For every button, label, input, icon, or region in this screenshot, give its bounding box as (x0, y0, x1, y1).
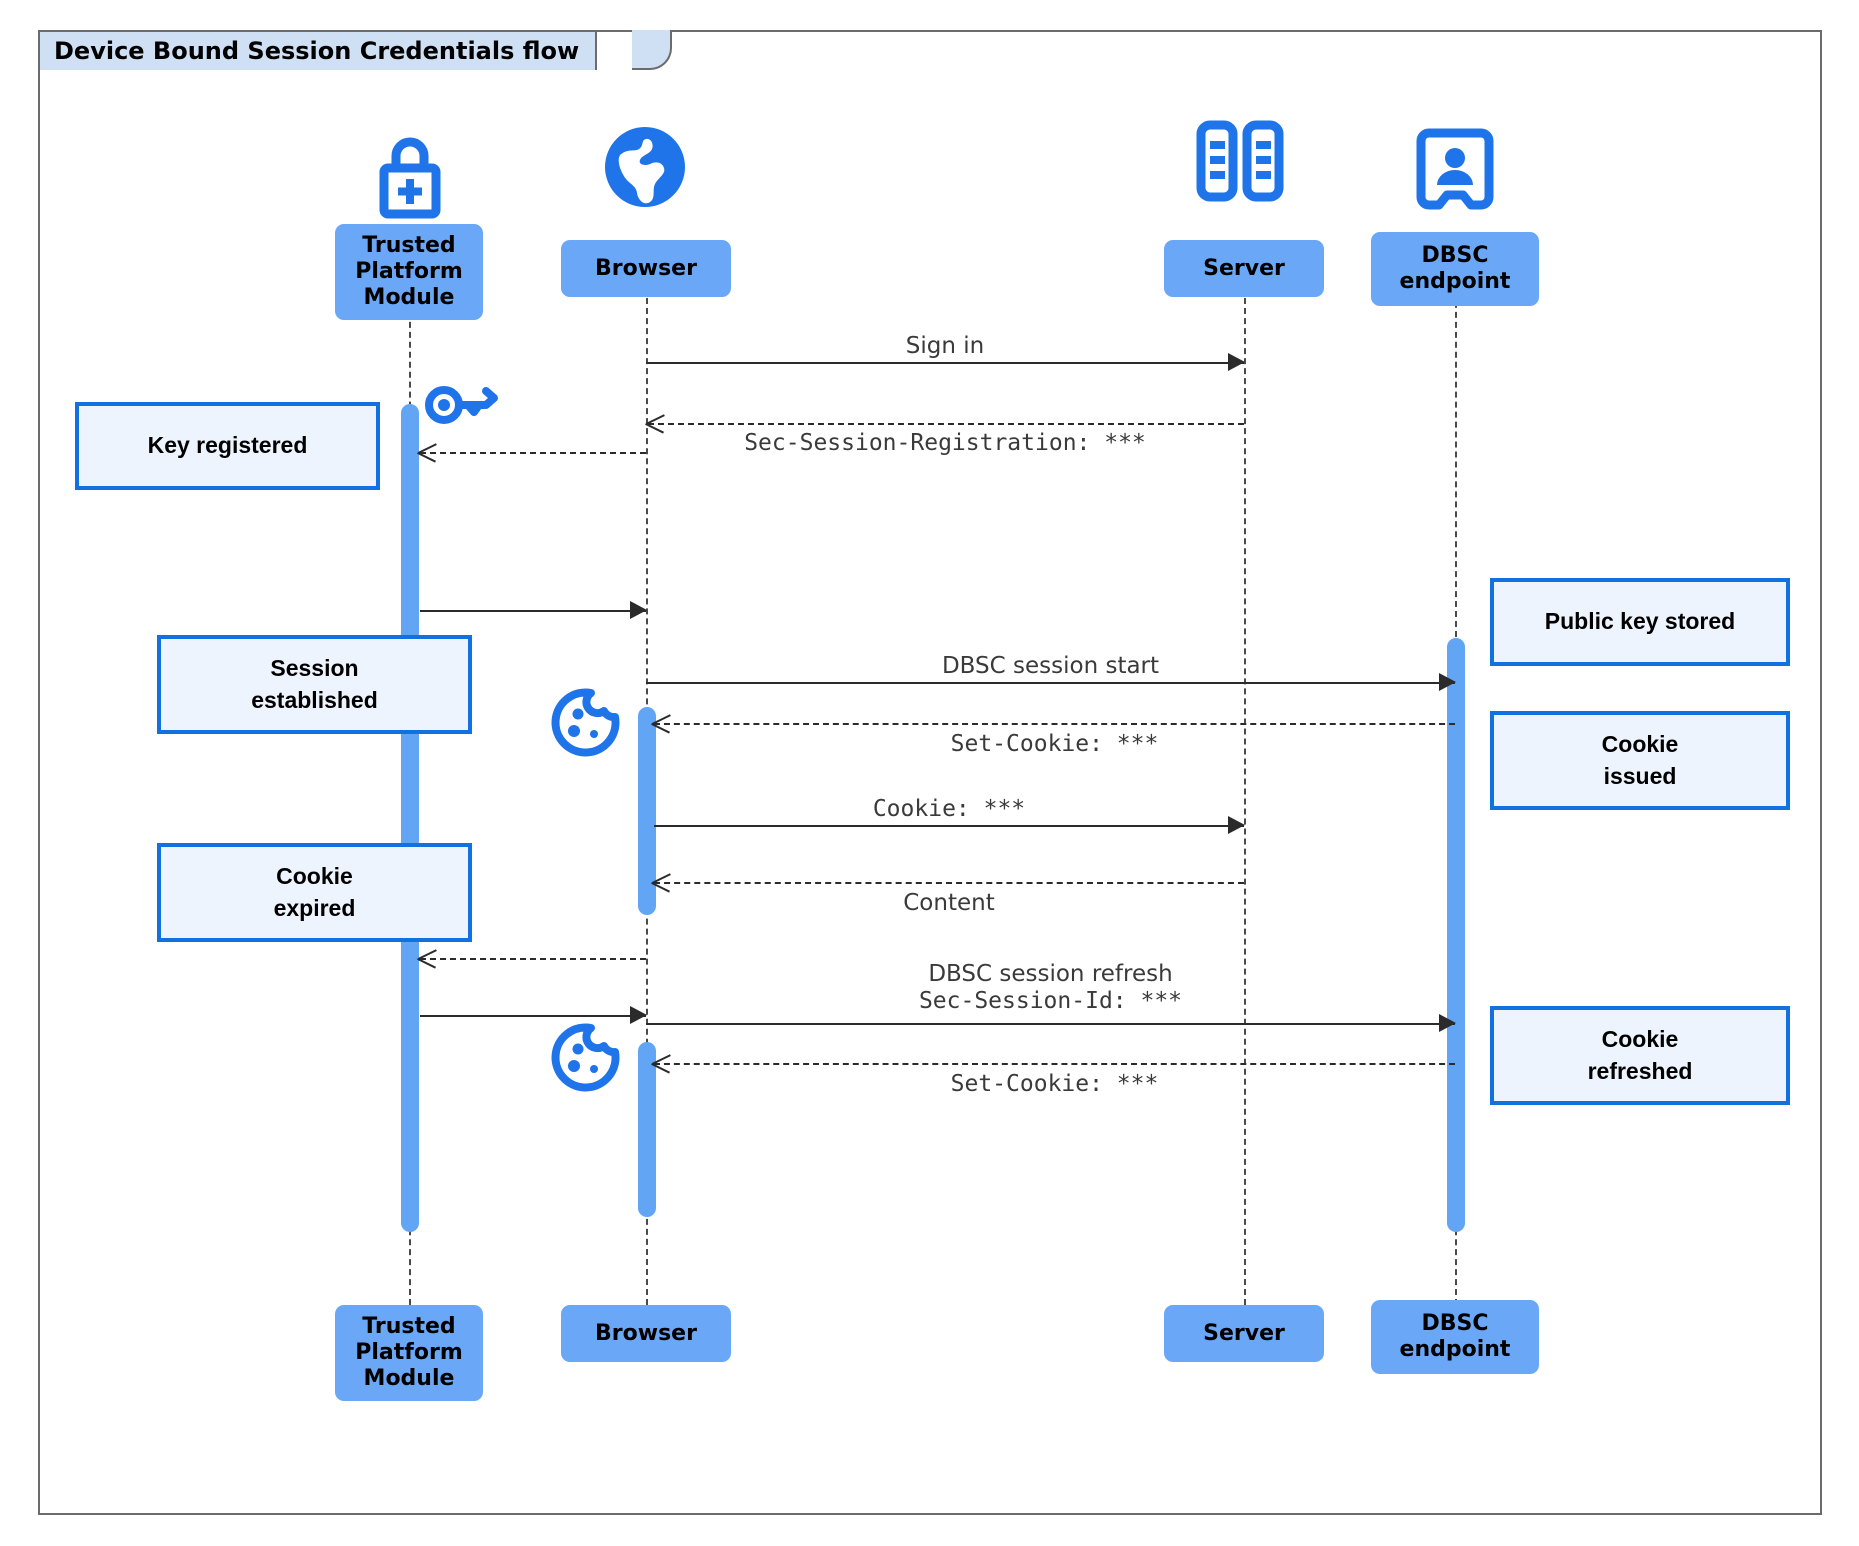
arrow-head-right (630, 1006, 647, 1024)
arrow-line (420, 452, 646, 454)
globe-icon (600, 122, 690, 216)
arrow-line (420, 610, 646, 612)
participant-dbsc-footer[interactable]: DBSC endpoint (1371, 1300, 1539, 1374)
arrow-line (646, 1023, 1455, 1025)
key-icon (424, 381, 500, 433)
note-cookie-issued: Cookie issued (1490, 711, 1790, 810)
arrow-line (654, 882, 1244, 884)
participant-browser-footer[interactable]: Browser (561, 1305, 731, 1362)
participant-label: Trusted Platform Module (355, 233, 463, 310)
note-text: Cookie refreshed (1587, 1026, 1693, 1084)
note-key-registered: Key registered (75, 402, 380, 490)
participant-label: DBSC endpoint (1399, 243, 1511, 294)
frame-title-label: Device Bound Session Credentials flow (54, 37, 580, 65)
activation-bar-browser-2 (638, 1042, 656, 1217)
participant-server-footer[interactable]: Server (1164, 1305, 1324, 1362)
note-text: Cookie issued (1601, 731, 1679, 789)
cookie-icon (549, 1022, 621, 1098)
arrow-head-right (1228, 816, 1245, 834)
arrow-head-right (1439, 1014, 1456, 1032)
participant-dbsc-header[interactable]: DBSC endpoint (1371, 232, 1539, 306)
server-racks-icon (1191, 119, 1291, 215)
arrow-line (420, 958, 646, 960)
note-text: Cookie expired (273, 863, 356, 921)
arrow-line (654, 1063, 1455, 1065)
message-label-content: Content (903, 890, 995, 916)
participant-tpm-footer[interactable]: Trusted Platform Module (335, 1305, 483, 1401)
id-badge-icon (1415, 127, 1495, 217)
participant-label: Server (1203, 1320, 1285, 1346)
arrow-line (654, 723, 1455, 725)
participant-label: Browser (595, 1320, 697, 1346)
note-text: Key registered (147, 432, 308, 459)
participant-label: DBSC endpoint (1399, 1311, 1511, 1362)
participant-label: Trusted Platform Module (355, 1314, 463, 1391)
participant-label: Browser (595, 255, 697, 281)
lifeline-server (1244, 248, 1246, 1315)
participant-browser-header[interactable]: Browser (561, 240, 731, 297)
note-public-key-stored: Public key stored (1490, 578, 1790, 666)
message-label-sign-in: Sign in (905, 333, 985, 359)
arrow-line (646, 362, 1244, 364)
cookie-icon (549, 687, 621, 763)
arrow-head-left (418, 443, 436, 461)
arrow-line (654, 825, 1244, 827)
participant-label: Server (1203, 255, 1285, 281)
activation-bar-dbsc (1447, 638, 1465, 1232)
note-cookie-refreshed: Cookie refreshed (1490, 1006, 1790, 1105)
arrow-head-left (652, 714, 670, 732)
participant-tpm-header[interactable]: Trusted Platform Module (335, 224, 483, 320)
message-label-set-cookie-2: Set-Cookie: *** (950, 1071, 1159, 1097)
arrow-head-right (1228, 353, 1245, 371)
note-cookie-expired: Cookie expired (157, 843, 472, 942)
frame-title-notch (632, 30, 672, 70)
arrow-line (420, 1015, 646, 1017)
activation-bar-browser-1 (638, 707, 656, 915)
arrow-head-right (630, 601, 647, 619)
participant-server-header[interactable]: Server (1164, 240, 1324, 297)
frame-title-tab: Device Bound Session Credentials flow (38, 30, 598, 70)
message-label-dbsc-session-start: DBSC session start (941, 653, 1160, 679)
arrow-head-left (652, 873, 670, 891)
activation-bar-tpm (401, 404, 419, 1232)
message-label-sec-session-registration: Sec-Session-Registration: *** (744, 430, 1146, 456)
arrow-line (648, 423, 1244, 425)
lock-plus-icon (366, 128, 454, 228)
arrow-head-right (1439, 673, 1456, 691)
note-text: Session established (251, 655, 378, 713)
arrow-line (646, 682, 1455, 684)
message-label-line-1: DBSC session refresh (928, 961, 1173, 987)
note-text: Public key stored (1544, 608, 1736, 635)
note-session-established: Session established (157, 635, 472, 734)
message-label-dbsc-session-refresh: DBSC session refresh Sec-Session-Id: *** (646, 961, 1455, 1015)
message-label-cookie: Cookie: *** (872, 796, 1026, 822)
arrow-head-left (652, 1054, 670, 1072)
arrow-head-left (418, 949, 436, 967)
message-label-line-2: Sec-Session-Id: *** (918, 988, 1183, 1015)
message-label-set-cookie-1: Set-Cookie: *** (950, 731, 1159, 757)
